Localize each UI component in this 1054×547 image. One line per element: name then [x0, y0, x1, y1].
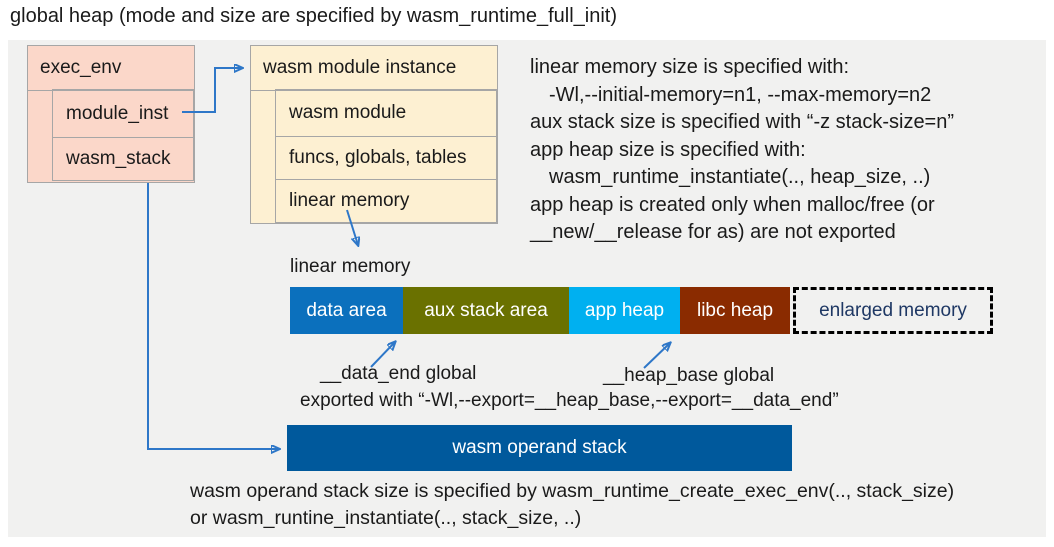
export-flags-label: exported with “-Wl,--export=__heap_base,…	[300, 390, 839, 411]
size-notes-block: linear memory size is specified with: -W…	[530, 54, 954, 247]
note-line: aux stack size is specified with “-z sta…	[530, 111, 955, 133]
wasm-module-instance-box: wasm module instance wasm module funcs, …	[250, 45, 498, 224]
exec-env-row-wasm-stack: wasm_stack	[52, 137, 194, 181]
segment-aux-stack-area: aux stack area	[403, 287, 569, 334]
note-line: -Wl,--initial-memory=n1, --max-memory=n2	[549, 83, 932, 106]
exec-env-box: exec_env module_inst wasm_stack	[27, 45, 195, 183]
linear-memory-bar: data area aux stack area app heap libc h…	[290, 287, 790, 334]
data-end-global-label: __data_end global	[320, 363, 477, 384]
wasm-operand-stack-bar: wasm operand stack	[287, 425, 792, 471]
note-line: app heap size is specified with:	[530, 138, 806, 161]
note-line: app heap is created only when malloc/fre…	[530, 193, 935, 216]
operand-stack-notes: wasm operand stack size is specified by …	[190, 478, 954, 532]
linear-memory-label: linear memory	[290, 256, 411, 277]
module-row-funcs-globals-tables: funcs, globals, tables	[275, 136, 497, 180]
note-line: __new/__release for as) are not exported	[530, 221, 896, 243]
diagram-title: global heap (mode and size are specified…	[10, 5, 617, 27]
heap-base-global-label: __heap_base global	[603, 365, 775, 386]
segment-enlarged-memory: enlarged memory	[793, 287, 993, 334]
exec-env-header-divider	[28, 90, 194, 91]
wasm-module-instance-header-divider	[251, 90, 497, 91]
module-row-wasm-module: wasm module	[275, 89, 497, 137]
note-line: wasm operand stack size is specified by …	[190, 480, 955, 502]
segment-app-heap: app heap	[569, 287, 680, 334]
note-line: or wasm_runtine_instantiate(.., stack_si…	[190, 507, 582, 529]
segment-libc-heap: libc heap	[680, 287, 790, 334]
exec-env-row-module-inst: module_inst	[52, 89, 194, 138]
segment-data-area: data area	[290, 287, 403, 334]
note-line: wasm_runtime_instantiate(.., heap_size, …	[549, 166, 931, 188]
exec-env-header: exec_env	[40, 57, 122, 78]
note-line: linear memory size is specified with:	[530, 56, 849, 78]
module-row-linear-memory: linear memory	[275, 179, 497, 223]
wasm-module-instance-header: wasm module instance	[263, 57, 457, 78]
